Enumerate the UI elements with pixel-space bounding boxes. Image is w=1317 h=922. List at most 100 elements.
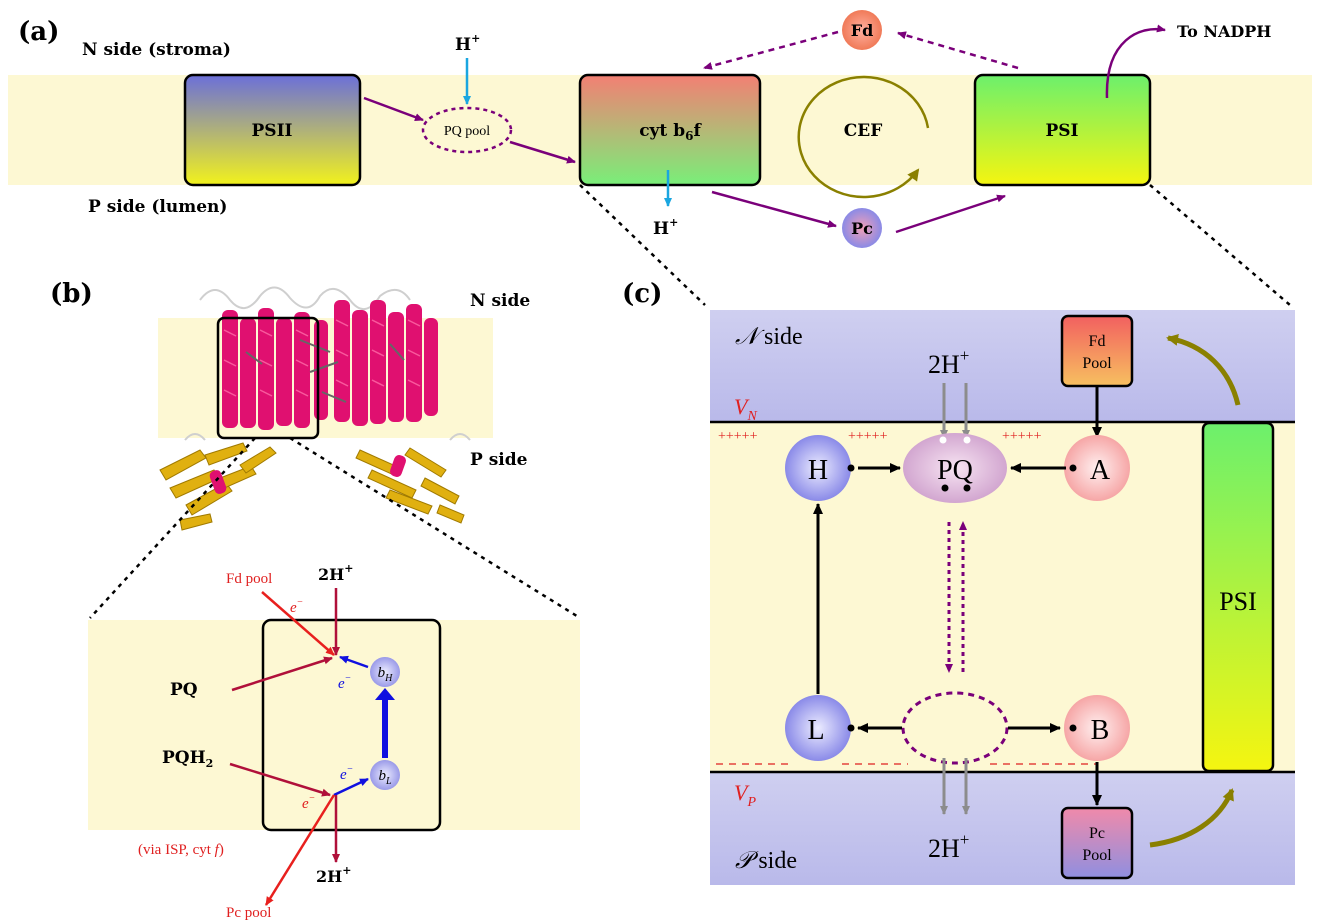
psi-to-fd-arrow [897,31,1019,70]
inset-membrane-band [88,620,580,830]
cyt-b6f-label: cyt b6f [639,121,702,143]
vp-label: VP [734,780,756,810]
fd-pool-line1: Fd [1089,333,1106,350]
pq-electron-2 [963,484,971,492]
pq-to-cyt-arrow [509,140,576,164]
pqh2-label-b: PQH2 [162,748,213,770]
fd-to-cyt-arrow [703,30,839,70]
psi-bar-label: PSI [1219,587,1257,616]
heme-bl-label: bL [378,768,392,787]
fd-pool-label-b: Fd pool [226,571,272,587]
e-minus-qp: e− [302,793,315,812]
pc-to-psi-arrow [895,194,1006,234]
node-a [1064,435,1130,501]
node-h-label: H [808,455,828,486]
panel-b-label: (b) [50,279,93,309]
p-side-label: P side (lumen) [88,197,227,217]
e-minus-fd: e− [290,597,303,616]
psi-to-fd-pool-arrow [1166,333,1241,406]
plus-marks-1: +++++ [718,429,758,444]
pq-label-b: PQ [170,680,198,700]
plus-marks-2: +++++ [848,429,888,444]
pq-to-qn-arrow [231,656,333,692]
fd-pool-to-qn-arrow [261,591,335,656]
pq-pool-label: PQ pool [444,124,490,139]
zoom-line-left [579,184,706,306]
h-plus-bottom-label: H+ [653,216,678,239]
node-b [1064,695,1130,761]
plus-marks-3: +++++ [1002,429,1042,444]
cef-label: CEF [844,121,883,141]
pc-pool-line2: Pool [1082,847,1112,864]
pc-pool-box [1060,806,1134,880]
protein-structure-image [159,286,471,531]
heme-bl-node [370,760,400,790]
node-empty-qp [901,691,1009,765]
fd-label: Fd [851,21,874,40]
psii-to-pq-arrow [363,96,424,122]
pq-electron-1 [941,484,949,492]
pc-label: Pc [851,219,873,238]
two-h-top-b: 2H+ [318,562,353,584]
pc-carrier [842,208,882,248]
fd-pool-box [1060,314,1134,388]
n-side-label: N side (stroma) [82,40,231,60]
panel-b: (b) N side P side [50,279,581,921]
node-a-label: A [1090,455,1111,486]
heme-bh-label: bH [378,665,394,684]
panel-a: (a) N side (stroma) P side (lumen) PSII … [8,10,1312,306]
p-side-band [710,772,1295,885]
heme-bh-node [370,657,400,687]
cyt-b6f-complex [578,73,762,187]
psi-complex [973,73,1152,187]
node-l [785,695,851,761]
pc-pool-line1: Pc [1089,825,1105,842]
two-h-bottom-c: 2H+ [928,830,969,863]
psii-complex [183,73,362,187]
two-h-bottom-b: 2H+ [316,864,351,886]
panel-c: (c) 𝒩 side 𝒫 side VN VP +++++ +++++ ++++… [622,279,1295,885]
inset-box [261,618,442,832]
pq-h-site-1 [939,436,947,444]
fd-carrier [842,10,882,50]
panel-c-label: (c) [622,279,662,309]
qp-to-bl-arrow [333,777,369,797]
psi-to-nadph-arrow [1105,24,1166,99]
to-nadph-label: To NADPH [1177,22,1271,41]
h-plus-top-label: H+ [455,32,480,55]
pqh2-to-qp-arrow [229,762,331,797]
bh-to-qn-arrow [339,655,369,669]
zoom-box-b [216,316,320,440]
bl-to-bh-arrowhead [375,688,395,700]
via-isp-label: (via ISP, cyt f) [138,842,224,858]
p-side-label-c: 𝒫 side [735,848,797,874]
psi-label: PSI [1045,121,1078,141]
cef-cycle-arrow [797,75,930,199]
pc-pool-to-psi-arrow [1149,788,1235,848]
zoom-line-right [1149,184,1291,306]
pc-pool-label-b: Pc pool [226,905,271,921]
node-a-dot [1069,464,1077,472]
fd-pool-line2: Pool [1082,355,1112,372]
node-l-label: L [807,715,824,746]
n-side-label-c: 𝒩 side [735,324,803,350]
pq-pool-ellipse [421,106,513,154]
two-h-top-c: 2H+ [928,346,969,379]
e-minus-bh: e− [338,673,351,692]
node-b-dot [1069,724,1077,732]
pq-h-site-2 [963,436,971,444]
node-h-dot [847,464,855,472]
n-side-band [710,310,1295,422]
zoom-line-b-right [289,436,581,620]
n-side-label-b: N side [470,291,530,311]
panel-a-label: (a) [18,17,59,47]
e-minus-bl: e− [340,764,353,783]
node-l-dot [847,724,855,732]
qp-to-pc-pool-arrow [264,794,336,906]
node-pq [903,433,1007,503]
psii-label: PSII [252,121,293,141]
node-pq-label: PQ [937,455,973,486]
vn-label: VN [734,394,757,424]
node-h [785,435,851,501]
